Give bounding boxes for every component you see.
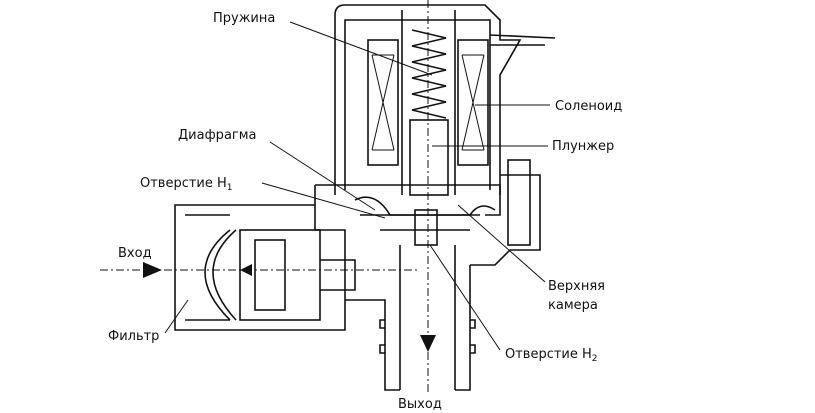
label-upper-chamber-1: Верхняя (548, 279, 605, 294)
valve-body-upper (314, 159, 541, 266)
inlet-arrow-icon (143, 262, 162, 278)
label-orifice-h1: Отверстие H1 (140, 176, 233, 193)
leader-lines (164, 21, 550, 351)
label-diaphragm: Диафрагма (178, 128, 257, 143)
label-outlet: Выход (398, 397, 442, 412)
label-inlet: Вход (118, 246, 152, 261)
inlet-body (174, 204, 356, 331)
label-upper-chamber-2: камера (548, 298, 598, 313)
label-orifice-h2: Отверстие H2 (505, 347, 598, 364)
outlet-arrow-icon (420, 335, 436, 352)
plunger (401, 10, 456, 196)
inner-flow-arrow-icon (240, 264, 252, 276)
label-solenoid: Соленоид (555, 99, 622, 114)
label-filter: Фильтр (108, 329, 159, 344)
label-plunger: Плунжер (552, 139, 614, 154)
solenoid-coil (367, 39, 489, 166)
label-spring: Пружина (213, 11, 275, 26)
outlet-pipe (345, 245, 476, 391)
